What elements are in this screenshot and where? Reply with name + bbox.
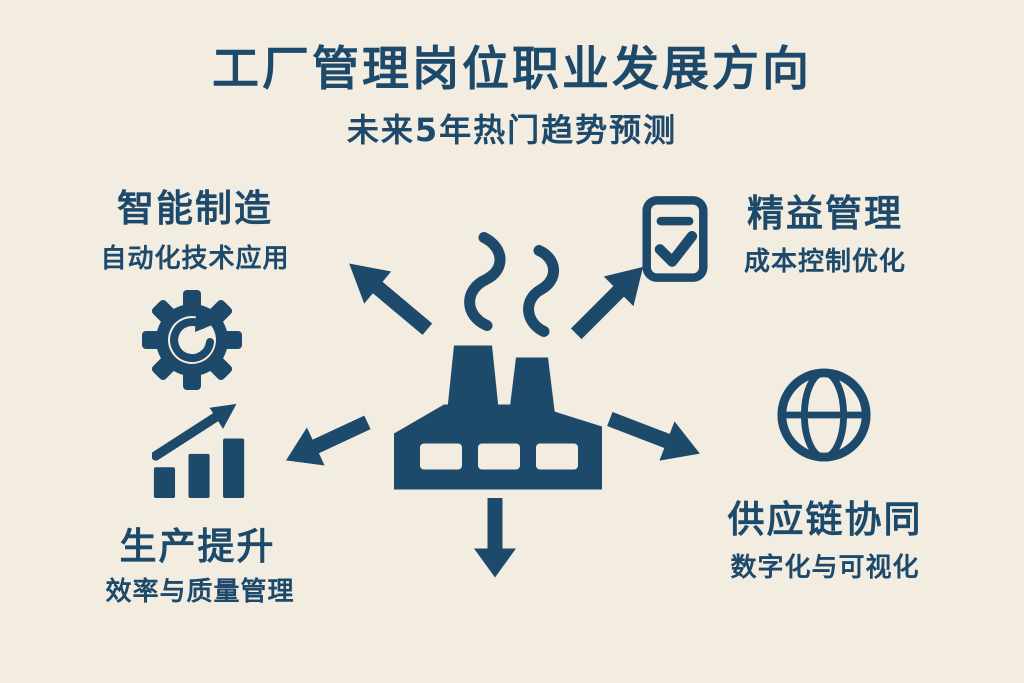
arrow-to-bottom-icon	[473, 495, 517, 579]
gear-refresh-icon	[142, 290, 242, 390]
node-lean-management-title: 精益管理	[747, 192, 903, 235]
clipboard-check-icon	[642, 194, 708, 284]
page-subtitle: 未来5年热门趋势预测	[346, 111, 678, 149]
node-lean-management-subtitle: 成本控制优化	[743, 247, 906, 277]
bar-chart-arrow-icon	[152, 402, 248, 498]
factory-icon	[392, 226, 604, 494]
page-title: 工厂管理岗位职业发展方向	[212, 42, 812, 97]
globe-icon	[775, 366, 873, 464]
arrow-to-top-left-icon	[333, 245, 444, 348]
node-smart-manufacturing-subtitle: 自动化技术应用	[100, 244, 290, 274]
arrow-to-bottom-right-icon	[599, 397, 710, 475]
arrow-to-bottom-left-icon	[275, 401, 380, 481]
node-smart-manufacturing-title: 智能制造	[117, 187, 273, 230]
node-supply-chain-title: 供应链协同	[727, 498, 923, 541]
node-supply-chain-subtitle: 数字化与可视化	[730, 553, 920, 583]
arrow-to-top-right-icon	[558, 250, 660, 352]
node-production-improvement-title: 生产提升	[119, 525, 276, 568]
node-production-improvement-subtitle: 效率与质量管理	[105, 577, 295, 607]
